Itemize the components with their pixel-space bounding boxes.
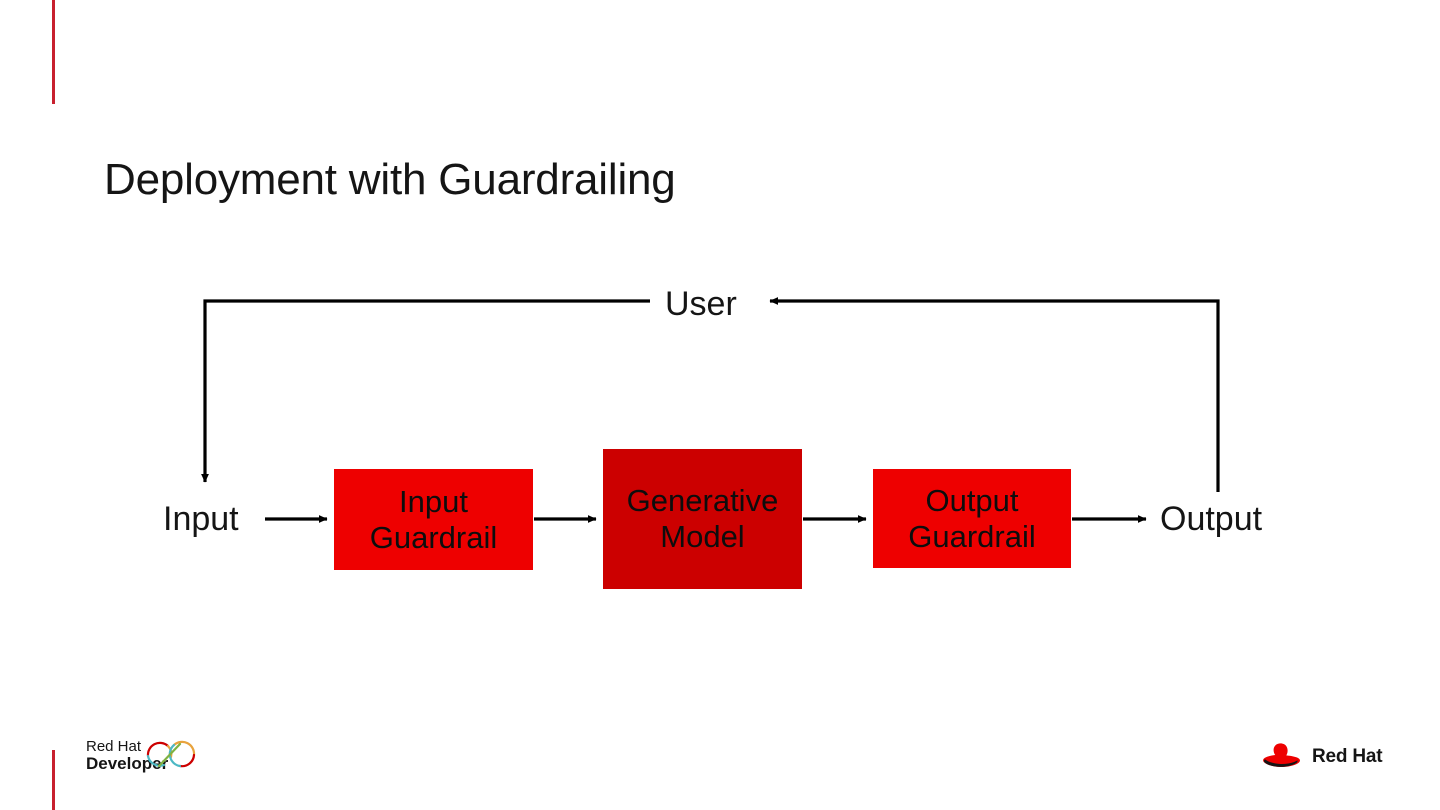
red-hat-logo: Red Hat: [1262, 738, 1384, 776]
red-hat-developer-wordmark: Red Hat Developer: [86, 738, 169, 774]
node-label-input: Input: [163, 500, 239, 538]
node-box-input-guardrail: Input Guardrail: [334, 469, 533, 570]
red-hat-fedora-icon: [1263, 743, 1300, 768]
red-hat-wordmark: Red Hat: [1312, 746, 1383, 767]
top-red-rule: [52, 0, 55, 104]
page-title: Deployment with Guardrailing: [104, 155, 676, 205]
node-box-output-guardrail-label: Output Guardrail: [908, 482, 1036, 554]
node-box-output-guardrail: Output Guardrail: [873, 469, 1071, 568]
red-hat-developer-logo: Red Hat Developer: [86, 737, 198, 783]
bottom-red-rule: [52, 750, 55, 810]
edge-output-to-user: [769, 297, 1220, 492]
node-box-input-guardrail-label: Input Guardrail: [369, 483, 498, 555]
node-box-generative-model-label: Generative Model: [626, 483, 779, 554]
red-hat-developer-line2: Developer: [86, 754, 169, 774]
node-label-output: Output: [1160, 500, 1263, 538]
red-hat-developer-line1: Red Hat: [86, 738, 142, 755]
red-hat-developer-mark-icon: [146, 740, 196, 768]
edge-user-to-input: [201, 299, 650, 483]
node-label-user: User: [665, 285, 737, 323]
node-box-generative-model: Generative Model: [603, 449, 802, 589]
